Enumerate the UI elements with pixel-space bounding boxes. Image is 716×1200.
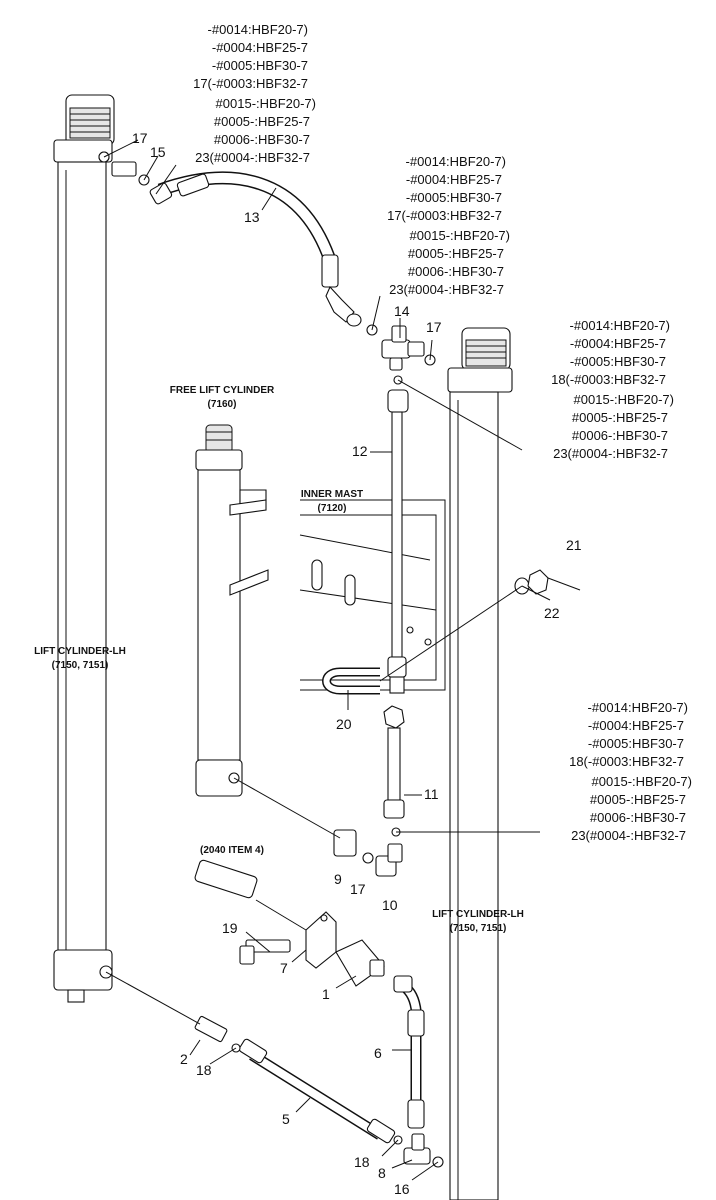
ref-2040-line <box>194 859 258 899</box>
callout-13: 13 <box>244 209 260 225</box>
fitting-2 <box>194 1015 228 1043</box>
caption-ref-2040: (2040 ITEM 4) <box>200 845 264 856</box>
inner-mast <box>299 499 446 691</box>
note-d-line-5: #0015-:HBF20-7) <box>592 774 692 789</box>
hose-5 <box>238 1038 396 1144</box>
callout-1: 1 <box>322 986 330 1002</box>
caption-lift-cylinder-lh-right: LIFT CYLINDER-LH <box>432 909 524 920</box>
callout-17-lower: 17 <box>350 881 366 897</box>
note-d-line-6: #0005-:HBF25-7 <box>590 792 686 807</box>
bolt-19 <box>239 939 291 965</box>
tube-11 <box>383 705 405 837</box>
leader-lines <box>103 139 581 1181</box>
note-b-line-4: 17(-#0003:HBF32-7 <box>387 208 502 223</box>
note-b-line-5: #0015-:HBF20-7) <box>410 228 510 243</box>
lift-cylinder-left <box>53 94 115 1003</box>
elbow-10 <box>375 843 403 877</box>
callout-15: 15 <box>150 144 166 160</box>
callout-20: 20 <box>336 716 352 732</box>
caption-lift-cylinder-lh-right-code: (7150, 7151) <box>450 923 507 934</box>
hose-6 <box>393 975 425 1129</box>
callout-8: 8 <box>378 1165 386 1181</box>
note-d-line-3: -#0005:HBF30-7 <box>588 736 684 751</box>
note-d-line-7: #0006-:HBF30-7 <box>590 810 686 825</box>
nut-21 <box>527 569 549 595</box>
callout-22: 22 <box>544 605 560 621</box>
note-b-line-7: #0006-:HBF30-7 <box>408 264 504 279</box>
note-b-line-6: #0005-:HBF25-7 <box>408 246 504 261</box>
note-a-line-7: #0006-:HBF30-7 <box>214 132 310 147</box>
callout-17-top: 17 <box>132 130 148 146</box>
callout-12: 12 <box>352 443 368 459</box>
callout-18-left: 18 <box>196 1062 212 1078</box>
caption-lift-cylinder-lh-left-code: (7150, 7151) <box>52 660 109 671</box>
note-block-d: -#0014:HBF20-7) -#0004:HBF25-7 -#0005:HB… <box>569 700 692 843</box>
callout-5: 5 <box>282 1111 290 1127</box>
lift-cylinder-right <box>447 327 513 1200</box>
tube-12 <box>387 389 409 694</box>
callout-18-bottom: 18 <box>354 1154 370 1170</box>
caption-free-lift-cylinder-code: (7160) <box>208 399 237 410</box>
callout-6: 6 <box>374 1045 382 1061</box>
u-bolt-20 <box>322 667 380 695</box>
note-a-line-4: 17(-#0003:HBF32-7 <box>193 76 308 91</box>
note-block-a: -#0014:HBF20-7) -#0004:HBF25-7 -#0005:HB… <box>193 22 316 165</box>
note-b-line-1: -#0014:HBF20-7) <box>406 154 506 169</box>
part-number-callouts: 17 15 13 14 17 12 21 22 20 11 9 17 10 19… <box>132 130 582 1197</box>
note-block-b: -#0014:HBF20-7) -#0004:HBF25-7 -#0005:HB… <box>387 154 510 297</box>
note-a-line-8: 23(#0004-:HBF32-7 <box>195 150 310 165</box>
callout-19: 19 <box>222 920 238 936</box>
note-a-line-5: #0015-:HBF20-7) <box>216 96 316 111</box>
note-b-line-2: -#0004:HBF25-7 <box>406 172 502 187</box>
captions: FREE LIFT CYLINDER (7160) INNER MAST (71… <box>34 385 524 934</box>
note-d-line-1: -#0014:HBF20-7) <box>588 700 688 715</box>
callout-10: 10 <box>382 897 398 913</box>
note-a-line-3: -#0005:HBF30-7 <box>212 58 308 73</box>
note-c-line-4: 18(-#0003:HBF32-7 <box>551 372 666 387</box>
hose-13 <box>149 171 362 327</box>
note-c-line-2: -#0004:HBF25-7 <box>570 336 666 351</box>
note-c-line-5: #0015-:HBF20-7) <box>574 392 674 407</box>
tee-fitting-14 <box>366 324 436 385</box>
note-c-line-3: -#0005:HBF30-7 <box>570 354 666 369</box>
note-c-line-7: #0006-:HBF30-7 <box>572 428 668 443</box>
note-d-line-2: -#0004:HBF25-7 <box>588 718 684 733</box>
note-block-c: -#0014:HBF20-7) -#0004:HBF25-7 -#0005:HB… <box>551 318 674 461</box>
callout-9: 9 <box>334 871 342 887</box>
callout-7: 7 <box>280 960 288 976</box>
note-d-line-4: 18(-#0003:HBF32-7 <box>569 754 684 769</box>
note-c-line-1: -#0014:HBF20-7) <box>570 318 670 333</box>
callout-21: 21 <box>566 537 582 553</box>
callout-2: 2 <box>180 1051 188 1067</box>
callout-14: 14 <box>394 303 410 319</box>
note-c-line-6: #0005-:HBF25-7 <box>572 410 668 425</box>
callout-11: 11 <box>424 786 439 802</box>
note-d-line-8: 23(#0004-:HBF32-7 <box>571 828 686 843</box>
o-ring-17-lower <box>362 852 374 864</box>
note-a-line-2: -#0004:HBF25-7 <box>212 40 308 55</box>
caption-inner-mast-code: (7120) <box>318 503 347 514</box>
note-c-line-8: 23(#0004-:HBF32-7 <box>553 446 668 461</box>
note-b-line-8: 23(#0004-:HBF32-7 <box>389 282 504 297</box>
spacer-9 <box>333 829 357 857</box>
note-b-line-3: -#0005:HBF30-7 <box>406 190 502 205</box>
valve-1 <box>335 939 385 987</box>
note-a-line-1: -#0014:HBF20-7) <box>208 22 308 37</box>
free-lift-cylinder <box>195 424 269 797</box>
caption-free-lift-cylinder: FREE LIFT CYLINDER <box>170 385 275 396</box>
callout-16: 16 <box>394 1181 410 1197</box>
clamp-7 <box>305 911 337 969</box>
fitting-15 <box>111 161 150 186</box>
caption-lift-cylinder-lh-left: LIFT CYLINDER-LH <box>34 646 126 657</box>
tee-fitting-8 <box>403 1133 431 1165</box>
caption-inner-mast: INNER MAST <box>301 489 363 500</box>
callout-17-right: 17 <box>426 319 442 335</box>
note-a-line-6: #0005-:HBF25-7 <box>214 114 310 129</box>
